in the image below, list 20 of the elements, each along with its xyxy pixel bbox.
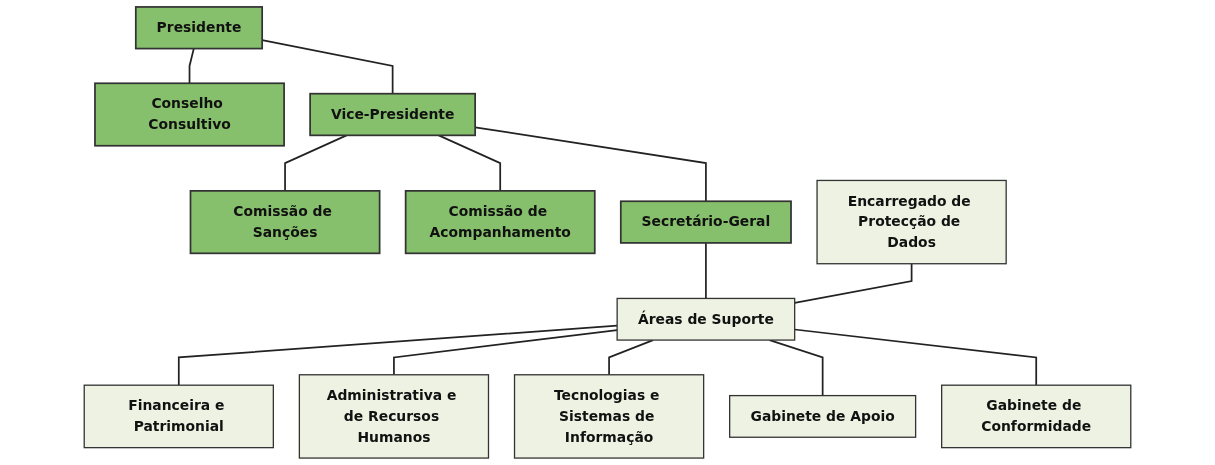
node-box: Comissão de Sanções (189, 190, 381, 255)
connector (284, 134, 348, 192)
connector (188, 47, 195, 85)
connector (608, 339, 654, 376)
node-box: Comissão de Acompanhamento (404, 190, 596, 255)
node-box: Presidente (134, 6, 264, 50)
connector (705, 242, 707, 300)
node-box: Áreas de Suporte (616, 297, 796, 341)
node-box: Financeira e Patrimonial (83, 384, 274, 449)
node-box: Gabinete de Conformidade (941, 384, 1132, 449)
connector (437, 134, 502, 192)
connector (393, 329, 618, 376)
node-box: Tecnologias e Sistemas de Informação (513, 374, 705, 459)
node-box: Gabinete de Apoio (729, 394, 917, 438)
connector (177, 324, 618, 387)
node-box: Administrativa e de Recursos Humanos (298, 374, 490, 459)
node-box: Encarregado de Protecção de Dados (816, 179, 1007, 265)
node-box: Conselho Consultivo (94, 82, 285, 147)
node-box: Secretário-Geral (619, 200, 792, 244)
node-box: Vice-Presidente (309, 92, 476, 137)
